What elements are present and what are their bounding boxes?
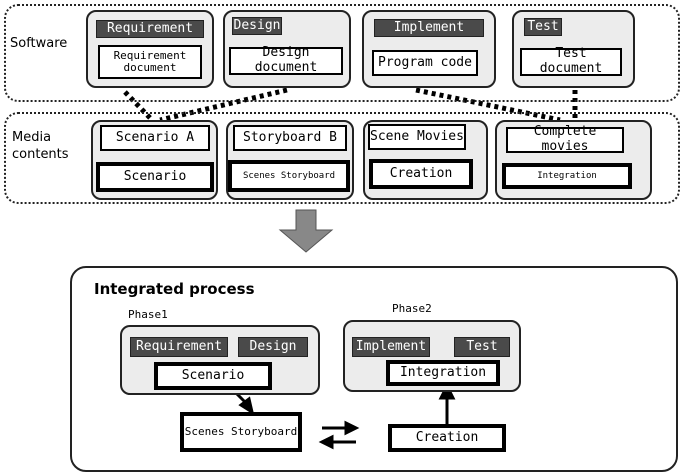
media-group: [4, 112, 680, 204]
phase1-tag-design: Design: [238, 337, 308, 357]
software-header-implement: Implement: [374, 19, 484, 37]
media-top-storyboard: Storyboard B: [233, 125, 347, 151]
phase1-tag-requirement: Requirement: [130, 337, 228, 357]
media-row-label: Media contents: [12, 130, 69, 164]
integrated-process-title: Integrated process: [94, 280, 255, 298]
media-label-line1: Media: [12, 130, 52, 145]
integrated-scenes-storyboard: Scenes Storyboard: [180, 412, 302, 452]
integrated-creation: Creation: [388, 424, 506, 452]
phase1-scenario: Scenario: [154, 362, 272, 390]
phase1-label: Phase1: [128, 308, 168, 321]
software-header-requirement: Requirement: [96, 20, 204, 38]
media-bottom-storyboard: Scenes Storyboard: [228, 160, 350, 192]
software-header-design: Design: [232, 17, 282, 35]
phase2-integration: Integration: [386, 360, 500, 386]
media-bottom-integration: Integration: [502, 163, 632, 189]
integrated-process-panel: [70, 266, 678, 472]
software-header-test: Test: [524, 18, 562, 36]
media-top-scenario: Scenario A: [100, 125, 210, 151]
media-top-integration: Complete movies: [506, 124, 624, 154]
down-arrow: [278, 209, 334, 253]
dotted-connector-implement-complete: [415, 87, 561, 123]
phase2-tag-implement: Implement: [352, 337, 430, 357]
media-bottom-scenario: Scenario: [96, 162, 214, 192]
phase2-tag-test: Test: [454, 337, 510, 357]
software-doc-implement: Program code: [372, 50, 478, 76]
media-label-line2: contents: [12, 146, 69, 162]
software-doc-design: Design document: [229, 45, 343, 75]
phase2-label: Phase2: [392, 302, 432, 315]
dotted-connector-design-scenario: [159, 87, 288, 123]
software-doc-test: Test document: [520, 46, 622, 76]
software-row-label: Software: [10, 36, 68, 51]
software-doc-requirement: Requirement document: [98, 45, 202, 79]
dotted-connector-requirement-scenario: [123, 90, 154, 122]
media-top-creation: Scene Movies: [368, 124, 466, 150]
arrowhead-integration: [438, 382, 456, 400]
media-bottom-creation: Creation: [369, 159, 473, 189]
software-group: [4, 4, 680, 102]
arrowhead-storyboard: [238, 396, 255, 416]
